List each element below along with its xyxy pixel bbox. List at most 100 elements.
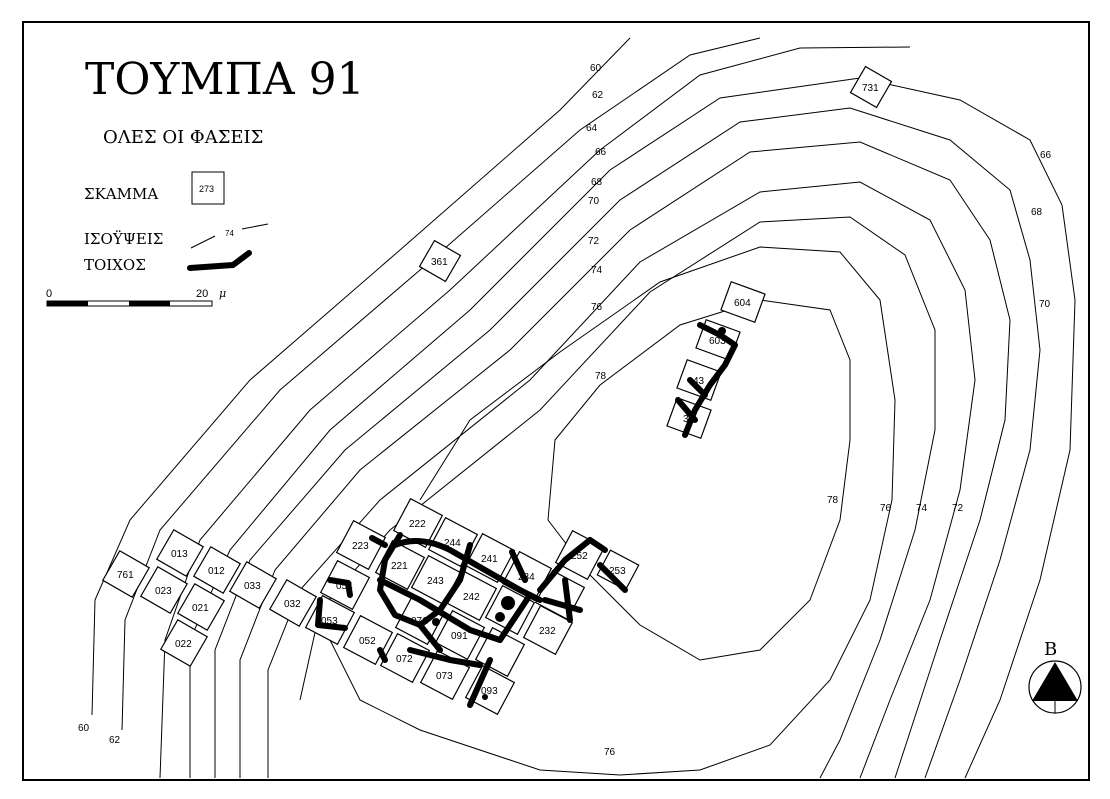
svg-text:033: 033 [244, 581, 261, 592]
contour-62 [121, 37, 761, 731]
svg-text:731: 731 [862, 83, 879, 94]
legend-contour-label: ΙΣΟΫΨΕΙΣ [84, 230, 163, 248]
contour-label: 74 [591, 265, 603, 276]
svg-text:021: 021 [192, 603, 209, 614]
contour-label: 70 [1039, 299, 1051, 310]
contour-label: 72 [952, 503, 964, 514]
svg-text:052: 052 [359, 636, 376, 647]
contour-60 [91, 37, 631, 716]
trench-021: 021 [176, 582, 226, 632]
north-label: Β [1044, 639, 1057, 660]
trench-604: 604 [720, 280, 766, 324]
svg-text:232: 232 [539, 626, 556, 637]
svg-text:091: 091 [451, 631, 468, 642]
trench-cluster [484, 584, 536, 636]
svg-text:244: 244 [444, 538, 461, 549]
map-title: ΤΟΥΜΠΑ 91 [85, 54, 365, 105]
legend-contour-line [241, 223, 269, 230]
svg-text:071: 071 [411, 616, 428, 627]
contour-label: 76 [880, 503, 892, 514]
scale-end: 20 [196, 288, 208, 300]
trench-241: 241 [464, 532, 516, 584]
contour-label: 76 [591, 302, 603, 313]
svg-text:253: 253 [609, 566, 626, 577]
contour-label: 66 [1040, 150, 1052, 161]
trench-761: 761 [101, 549, 151, 599]
svg-text:073: 073 [436, 671, 453, 682]
contour-64 [159, 46, 911, 779]
svg-text:223: 223 [352, 541, 369, 552]
trench-252: 252 [554, 529, 606, 581]
contour-label: 64 [586, 123, 598, 134]
contour-74 [299, 216, 936, 779]
map-subtitle: ΟΛΕΣ ΟΙ ΦΑΣΕΙΣ [103, 127, 263, 148]
svg-text:221: 221 [391, 561, 408, 572]
scale-unit: μ [219, 287, 226, 300]
svg-text:43: 43 [693, 376, 705, 387]
trench-012: 012 [192, 545, 242, 595]
map-border [22, 21, 1090, 781]
legend-contour-example: 74 [225, 229, 234, 238]
contour-label: 70 [588, 196, 600, 207]
svg-text:093: 093 [481, 686, 498, 697]
svg-text:054: 054 [336, 581, 353, 592]
scale-bar: 0 20 μ [46, 287, 226, 307]
trench-731: 731 [849, 65, 893, 109]
trench-232: 232 [522, 604, 574, 656]
svg-text:012: 012 [208, 566, 225, 577]
legend-trench-symbol [191, 171, 225, 205]
contour-label: 62 [109, 735, 121, 746]
contour-label: 68 [591, 177, 603, 188]
contour-label: 76 [604, 747, 616, 758]
contour-label: 78 [827, 495, 839, 506]
svg-text:604: 604 [734, 298, 751, 309]
contour-label: 68 [1031, 207, 1043, 218]
trench-033: 033 [228, 560, 278, 610]
legend-wall-label: ΤΟΙΧΟΣ [84, 256, 146, 274]
svg-text:222: 222 [409, 519, 426, 530]
svg-text:022: 022 [175, 639, 192, 650]
contour-66 [189, 77, 1076, 779]
trench-013: 013 [155, 528, 205, 578]
north-arrow-icon [1032, 662, 1078, 701]
svg-text:023: 023 [155, 586, 172, 597]
svg-text:242: 242 [463, 592, 480, 603]
trench-032: 032 [268, 578, 318, 628]
svg-text:072: 072 [396, 654, 413, 665]
contour-70 [239, 141, 1011, 779]
trench-093: 093 [464, 664, 516, 716]
svg-text:252: 252 [571, 551, 588, 562]
trench-072: 072 [379, 632, 431, 684]
svg-text:013: 013 [171, 549, 188, 560]
north-arrow: Β [1028, 639, 1082, 714]
trench-361: 361 [418, 239, 462, 283]
trench-023: 023 [139, 565, 189, 615]
scale-start: 0 [46, 288, 52, 300]
trench-223: 223 [335, 519, 387, 571]
contour-label: 60 [78, 723, 90, 734]
trench-091: 091 [434, 609, 486, 661]
legend-wall-symbol [187, 250, 252, 271]
contour-72 [267, 181, 976, 779]
contour-76 [329, 246, 896, 776]
svg-text:761: 761 [117, 570, 134, 581]
svg-text:361: 361 [431, 257, 448, 268]
contour-label: 72 [588, 236, 600, 247]
contour-label: 62 [592, 90, 604, 101]
legend-trench-label: ΣΚΑΜΜΑ [84, 185, 158, 203]
svg-text:603: 603 [709, 336, 726, 347]
legend-contour-line [190, 235, 216, 249]
contour-label: 74 [916, 503, 928, 514]
contour-lines [91, 37, 1076, 779]
svg-text:241: 241 [481, 554, 498, 565]
contour-label: 60 [590, 63, 602, 74]
svg-text:032: 032 [284, 599, 301, 610]
legend-trench-example: 273 [199, 184, 214, 194]
contour-68 [214, 107, 1041, 779]
walls [315, 322, 738, 708]
contour-label: 66 [595, 147, 607, 158]
contour-78 [547, 299, 851, 661]
svg-text:243: 243 [427, 576, 444, 587]
svg-text:053: 053 [321, 616, 338, 627]
